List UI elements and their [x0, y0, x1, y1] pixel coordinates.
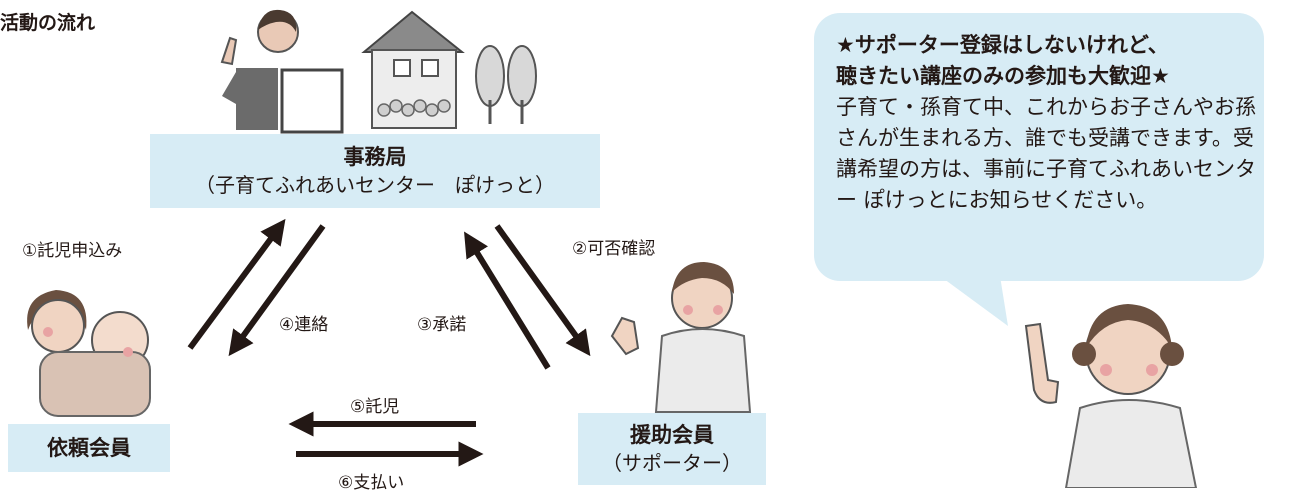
client-node: 依頼会員 [8, 424, 170, 472]
bubble-heading-line2: 聴きたい講座のみの参加も大歓迎★ [836, 64, 1170, 88]
speech-bubble [814, 13, 1264, 281]
house-icon [361, 10, 465, 129]
section-title: 活動の流れ [0, 12, 96, 34]
step-label-accept: ③承諾 [417, 315, 467, 335]
trees-icon [475, 45, 537, 124]
helper-title: 援助会員 [630, 423, 714, 447]
helper-subtitle: （サポーター） [602, 451, 742, 475]
pointing-woman-icon [1024, 304, 1198, 488]
office-staff-woman-icon [220, 9, 344, 134]
speech-bubble-tail [940, 276, 1008, 326]
office-node: 事務局 （子育てふれあいセンター ぽけっと） [150, 134, 600, 208]
flow-arrows [187, 218, 591, 467]
arrow-step2 [494, 224, 591, 357]
bubble-heading-line1: ★サポーター登録はしないけれど、 [836, 33, 1169, 57]
supporter-woman-icon [610, 262, 752, 413]
step-label-payment: ⑥支払い [338, 473, 405, 493]
step-label-contact: ④連絡 [279, 315, 329, 335]
office-title: 事務局 [343, 145, 407, 169]
arrow-step3 [464, 231, 551, 370]
mother-with-baby-icon [27, 290, 151, 417]
arrow-step1 [187, 218, 286, 350]
client-title: 依頼会員 [47, 436, 131, 460]
bubble-body: 子育て・孫育て中、これからお子さんやお孫さんが生まれる方、誰でも受講できます。受… [836, 95, 1256, 212]
speech-bubble-text: ★サポーター登録はしないけれど、 聴きたい講座のみの参加も大歓迎★ 子育て・孫育… [836, 30, 1256, 216]
step-label-request: ①託児申込み [22, 241, 123, 261]
helper-node: 援助会員 （サポーター） [578, 413, 766, 485]
step-label-childcare: ⑤託児 [350, 397, 400, 417]
office-subtitle: （子育てふれあいセンター ぽけっと） [195, 173, 555, 197]
step-label-confirm: ②可否確認 [572, 239, 656, 259]
arrow-step4 [228, 224, 326, 357]
